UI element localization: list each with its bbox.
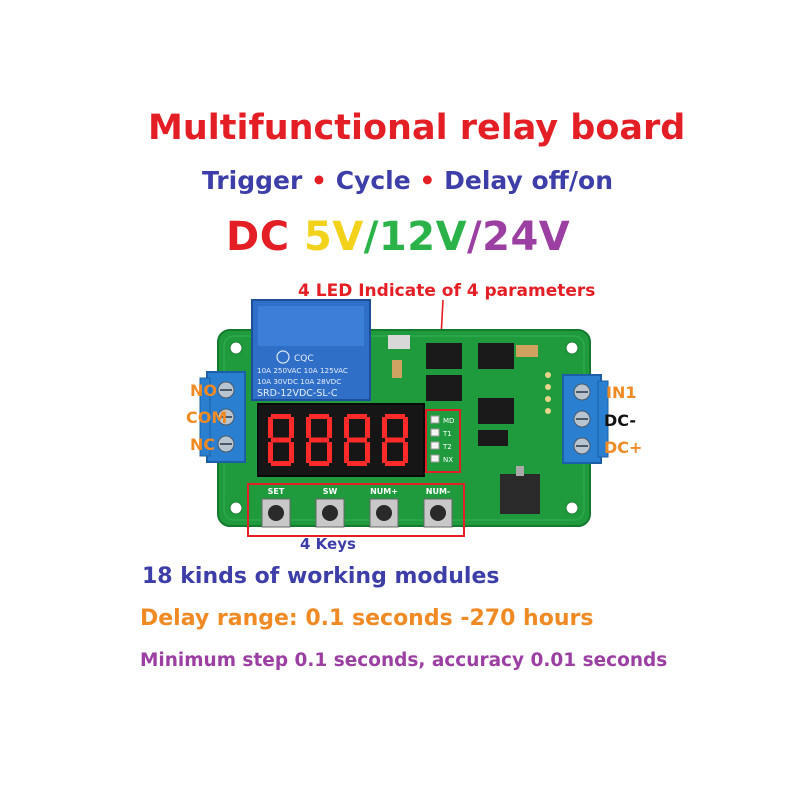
voltage-sep-2: / — [467, 214, 483, 260]
button-label: NUM- — [426, 487, 450, 496]
subtitle-bullet-1: • — [311, 166, 327, 195]
led-label: NX — [443, 456, 453, 464]
mounting-hole — [565, 501, 579, 515]
terminal-label-com: COM — [186, 408, 228, 427]
svg-text:8: 8 — [312, 447, 313, 449]
voltage-prefix: DC — [226, 214, 290, 260]
button-label: NUM+ — [370, 487, 398, 496]
terminal-label-dc-minus: DC- — [604, 411, 637, 430]
voltage-line: DC 5V/12V/24V — [226, 214, 570, 260]
keys-highlight-box — [247, 483, 465, 537]
subtitle-cycle: Cycle — [335, 166, 411, 195]
led-indicator — [430, 428, 440, 437]
button-label: SW — [323, 487, 338, 496]
feature-delay-range: Delay range: 0.1 seconds -270 hours — [140, 606, 594, 631]
subtitle-delay: Delay off/on — [444, 166, 614, 195]
voltage-5v: 5V — [304, 214, 364, 260]
relay-rating-1: 10A 250VAC 10A 125VAC — [257, 366, 348, 375]
led-highlight-box — [425, 409, 461, 473]
led-indicator — [430, 441, 440, 450]
ic-chips — [388, 335, 538, 446]
subtitle: Trigger • Cycle • Delay off/on — [202, 166, 613, 195]
led-label: T1 — [442, 430, 452, 438]
push-button-cap — [430, 505, 446, 521]
mounting-hole — [229, 501, 243, 515]
svg-text:8: 8 — [274, 447, 275, 449]
relay-logo-icon — [276, 350, 290, 364]
relay-rating-2: 10A 30VDC 10A 28VDC — [257, 377, 341, 386]
title: Multifunctional relay board — [148, 108, 686, 148]
mounting-hole — [565, 341, 579, 355]
pin-header — [545, 372, 551, 414]
led-indicator — [430, 454, 440, 463]
terminal-label-no: NO — [190, 381, 217, 400]
svg-text:8: 8 — [350, 447, 351, 449]
push-button-cap — [322, 505, 338, 521]
display-digit: 8 — [344, 414, 370, 466]
feature-accuracy: Minimum step 0.1 seconds, accuracy 0.01 … — [140, 650, 668, 671]
led-label: T2 — [442, 443, 452, 451]
subtitle-trigger: Trigger — [202, 166, 303, 195]
voltage-12v: 12V — [378, 214, 468, 260]
display-digit: 8 — [268, 414, 294, 466]
voltage-sep-1: / — [363, 214, 379, 260]
display-digit: 8 — [306, 414, 332, 466]
keys-annotation-label: 4 Keys — [300, 535, 356, 553]
led-label: MD — [443, 417, 454, 425]
push-button-cap — [376, 505, 392, 521]
svg-text:8: 8 — [388, 447, 389, 449]
button-label: SET — [268, 487, 285, 496]
terminal-screws-right — [573, 383, 591, 455]
terminal-label-nc: NC — [190, 435, 216, 454]
subtitle-bullet-2: • — [419, 166, 436, 195]
relay-logo: CQC — [294, 354, 314, 364]
display-digit: 8 — [382, 414, 408, 466]
led-indicator — [430, 415, 440, 424]
voltage-24v: 24V — [482, 214, 571, 260]
push-button-cap — [268, 505, 284, 521]
voltage-regulator — [500, 474, 540, 514]
terminal-label-dc-plus: DC+ — [604, 438, 643, 457]
feature-modules: 18 kinds of working modules — [142, 564, 500, 589]
terminal-label-in1: IN1 — [606, 383, 637, 402]
led-annotation-label: 4 LED Indicate of 4 parameters — [298, 281, 596, 301]
relay-model: SRD-12VDC-SL-C — [257, 388, 338, 399]
terminal-screws-left — [217, 381, 235, 453]
mounting-hole — [229, 341, 243, 355]
